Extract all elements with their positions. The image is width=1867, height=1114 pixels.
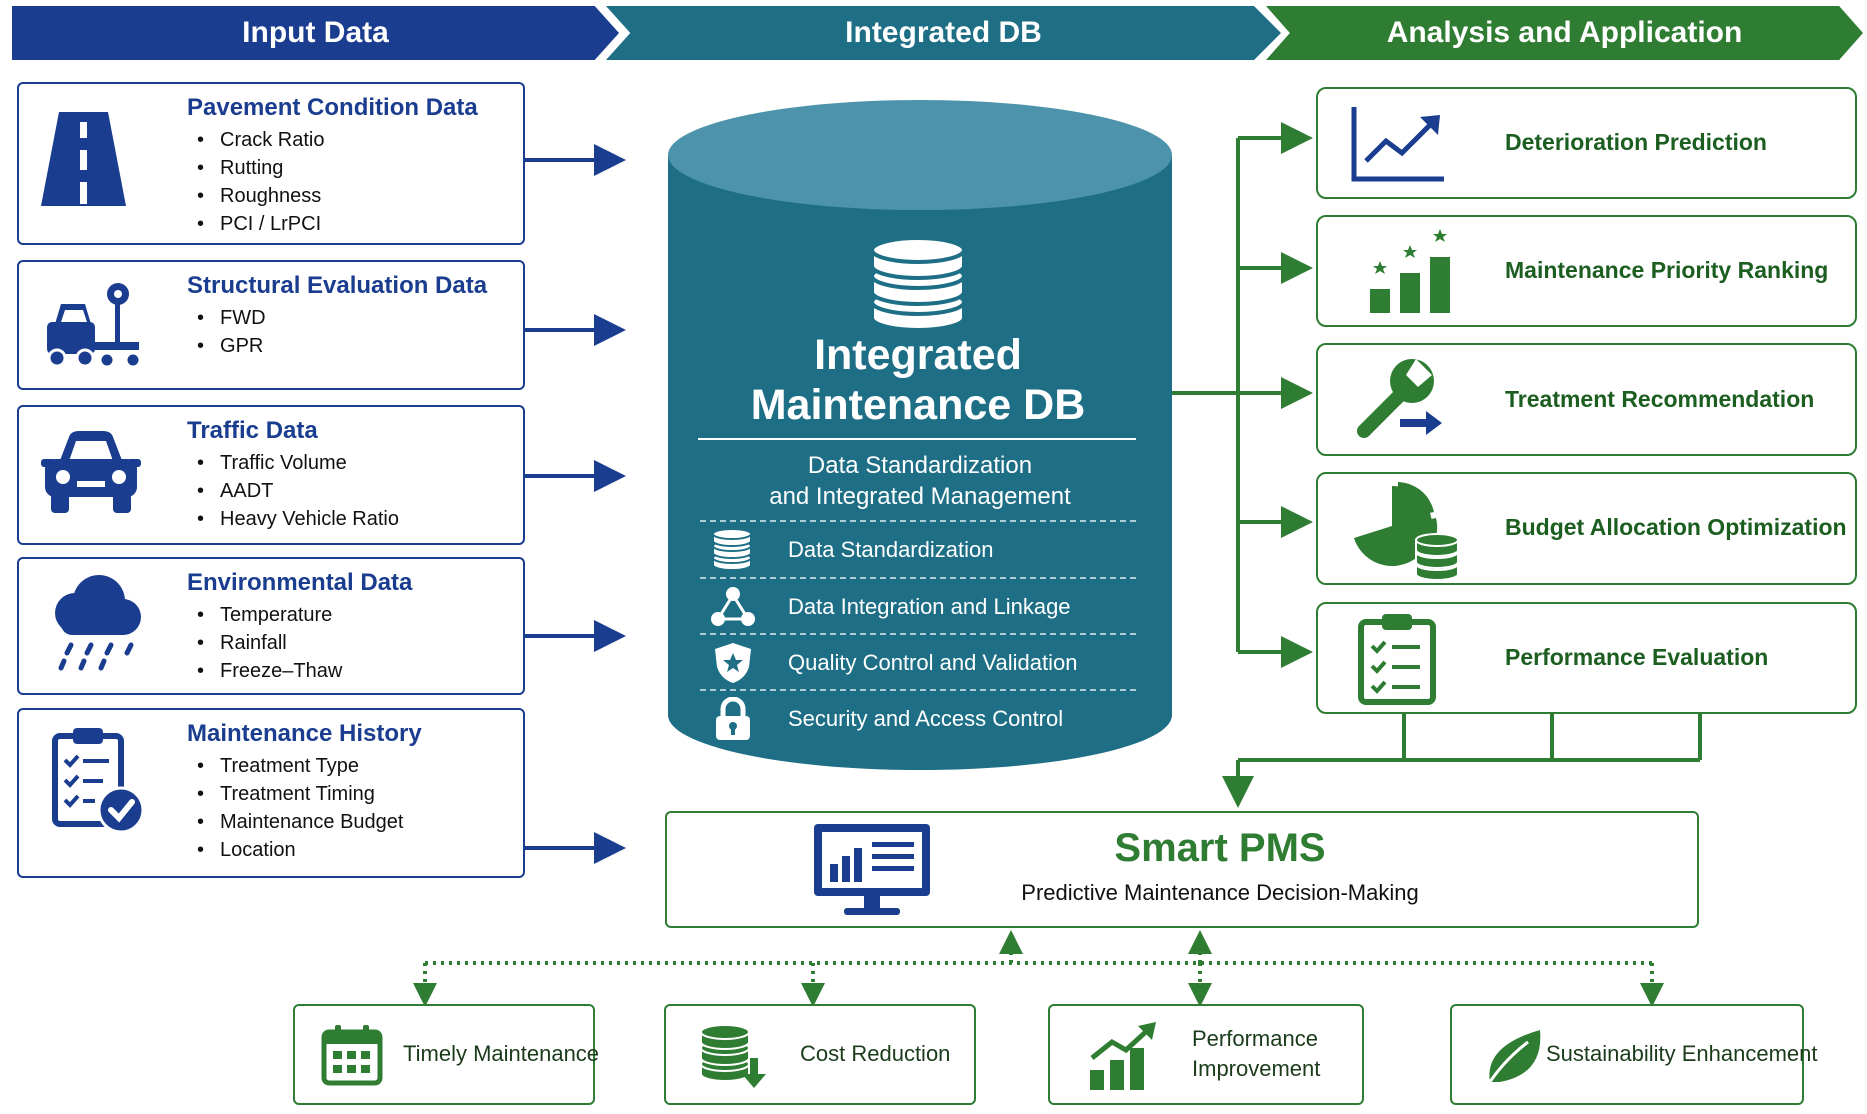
benefit-card-performance: Performance Improvement bbox=[1048, 1004, 1364, 1105]
db-function-quality: Quality Control and Validation bbox=[788, 650, 1078, 675]
list-item: Treatment Type bbox=[197, 752, 403, 780]
db-title-line2: Maintenance DB bbox=[750, 381, 1086, 429]
header-analysis-label: Analysis and Application bbox=[1386, 16, 1743, 49]
benefit-label-line1: Performance bbox=[1192, 1026, 1318, 1051]
header-integrated-db: Integrated DB bbox=[606, 6, 1281, 60]
db-function-standardization: Data Standardization bbox=[788, 537, 994, 562]
road-icon bbox=[41, 112, 126, 206]
shield-star-icon bbox=[715, 643, 751, 683]
pavement-list: Crack Ratio Rutting Roughness PCI / LrPC… bbox=[197, 126, 325, 238]
fwd-truck-icon bbox=[47, 283, 142, 369]
line-chart-icon bbox=[1351, 107, 1444, 182]
benefit-card-cost: Cost Reduction bbox=[664, 1004, 976, 1105]
benefit-card-timely: Timely Maintenance bbox=[293, 1004, 599, 1105]
db-separator bbox=[700, 520, 1136, 522]
header-analysis: Analysis and Application bbox=[1266, 6, 1863, 60]
benefit-label: Cost Reduction bbox=[800, 1041, 951, 1066]
output-card-budget: Budget Allocation Optimization bbox=[1316, 472, 1857, 585]
environmental-list: Temperature Rainfall Freeze–Thaw bbox=[197, 601, 342, 685]
db-function-security: Security and Access Control bbox=[788, 706, 1064, 731]
clipboard-list-icon bbox=[1358, 614, 1436, 705]
output-card-priority: Maintenance Priority Ranking bbox=[1316, 215, 1857, 327]
list-item: PCI / LrPCI bbox=[197, 210, 325, 238]
list-item: Location bbox=[197, 836, 403, 864]
input-card-pavement: Pavement Condition Data Crack Ratio Rutt… bbox=[17, 82, 525, 245]
db-separator bbox=[700, 577, 1136, 579]
db-separator bbox=[700, 633, 1136, 635]
list-item: Heavy Vehicle Ratio bbox=[197, 505, 399, 533]
list-item: Maintenance Budget bbox=[197, 808, 403, 836]
output-label: Performance Evaluation bbox=[1505, 644, 1769, 670]
benefit-label: Sustainability Enhancement bbox=[1546, 1041, 1818, 1066]
output-label: Deterioration Prediction bbox=[1505, 129, 1767, 155]
clipboard-check-icon bbox=[52, 728, 145, 834]
database-icon bbox=[712, 528, 752, 570]
db-divider bbox=[698, 438, 1136, 440]
input-card-maintenance: Maintenance History Treatment Type Treat… bbox=[17, 708, 525, 878]
output-label: Maintenance Priority Ranking bbox=[1505, 257, 1829, 283]
input-card-structural: Structural Evaluation Data FWD GPR bbox=[17, 260, 525, 390]
input-card-environmental: Environmental Data Temperature Rainfall … bbox=[17, 557, 525, 695]
db-subtitle-line2: and Integrated Management bbox=[769, 483, 1071, 510]
list-item: Freeze–Thaw bbox=[197, 657, 342, 685]
ranking-bars-icon bbox=[1370, 229, 1450, 313]
db-separator bbox=[700, 689, 1136, 691]
db-function-integration: Data Integration and Linkage bbox=[788, 594, 1071, 619]
growth-chart-icon bbox=[1090, 1022, 1156, 1090]
list-item: FWD bbox=[197, 304, 266, 332]
db-subtitle-line1: Data Standardization bbox=[807, 452, 1033, 479]
benefit-label: Timely Maintenance bbox=[403, 1041, 600, 1066]
leaf-icon bbox=[1484, 1030, 1541, 1089]
list-item: Treatment Timing bbox=[197, 780, 403, 808]
header-input-data: Input Data bbox=[12, 6, 619, 60]
smart-pms-subtitle: Predictive Maintenance Decision-Making bbox=[1021, 880, 1419, 905]
rain-cloud-icon bbox=[55, 575, 141, 671]
structural-list: FWD GPR bbox=[197, 304, 266, 360]
output-card-treatment: Treatment Recommendation bbox=[1316, 343, 1857, 456]
list-item: GPR bbox=[197, 332, 266, 360]
network-icon bbox=[711, 587, 755, 626]
structural-title: Structural Evaluation Data bbox=[187, 272, 488, 299]
list-item: Temperature bbox=[197, 601, 342, 629]
list-item: Roughness bbox=[197, 182, 325, 210]
list-item: AADT bbox=[197, 477, 399, 505]
db-title-line1: Integrated bbox=[814, 331, 1022, 379]
list-item: Crack Ratio bbox=[197, 126, 324, 154]
output-card-deterioration: Deterioration Prediction bbox=[1316, 87, 1857, 199]
pie-chart-icon bbox=[1354, 482, 1459, 581]
monitor-chart-icon bbox=[814, 824, 930, 915]
output-card-performance: Performance Evaluation bbox=[1316, 602, 1857, 714]
traffic-list: Traffic Volume AADT Heavy Vehicle Ratio bbox=[197, 449, 399, 533]
output-label: Budget Allocation Optimization bbox=[1505, 514, 1847, 540]
maintenance-title: Maintenance History bbox=[187, 720, 422, 747]
traffic-title: Traffic Data bbox=[187, 417, 318, 444]
pavement-title: Pavement Condition Data bbox=[187, 94, 478, 121]
maintenance-list: Treatment Type Treatment Timing Maintena… bbox=[197, 752, 403, 864]
calendar-icon bbox=[321, 1025, 383, 1086]
lock-icon bbox=[716, 697, 750, 740]
input-card-traffic: Traffic Data Traffic Volume AADT Heavy V… bbox=[17, 405, 525, 545]
benefit-card-sustainability: Sustainability Enhancement bbox=[1450, 1004, 1818, 1105]
smart-pms-title: Smart PMS bbox=[1114, 826, 1326, 870]
database-icon bbox=[870, 236, 966, 332]
benefit-label-line2: Improvement bbox=[1192, 1056, 1321, 1081]
environmental-title: Environmental Data bbox=[187, 569, 413, 596]
list-item: Rainfall bbox=[197, 629, 342, 657]
output-label: Treatment Recommendation bbox=[1505, 386, 1815, 412]
header-input-label: Input Data bbox=[242, 16, 389, 49]
list-item: Rutting bbox=[197, 154, 325, 182]
database-down-icon bbox=[700, 1024, 766, 1088]
wrench-icon bbox=[1357, 359, 1442, 438]
car-icon bbox=[41, 431, 141, 513]
header-db-label: Integrated DB bbox=[845, 16, 1042, 49]
list-item: Traffic Volume bbox=[197, 449, 399, 477]
